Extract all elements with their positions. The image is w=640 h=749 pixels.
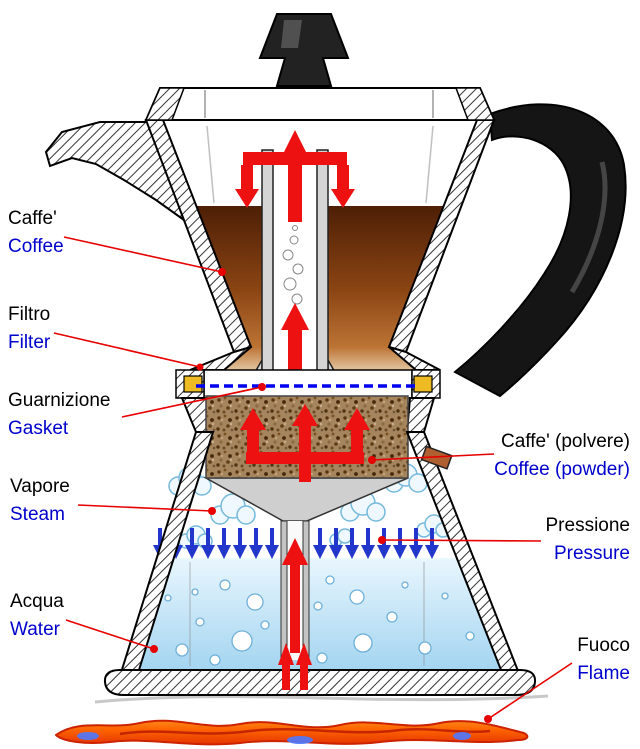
column-up-arrow bbox=[281, 303, 309, 380]
gasket-seal-right bbox=[413, 375, 433, 393]
pot-shadow bbox=[94, 694, 549, 704]
label-gasket-italian: Guarnizione bbox=[8, 390, 110, 411]
flame-blue-tip bbox=[77, 732, 99, 740]
leader-lines bbox=[53, 236, 573, 720]
gasket-seal-left bbox=[183, 375, 203, 393]
label-filter-italian: Filtro bbox=[8, 304, 50, 325]
tube-up-arrow bbox=[282, 538, 308, 653]
water-bubbles bbox=[164, 575, 475, 666]
powder-flow-arrows bbox=[240, 404, 370, 482]
label-water-italian: Acqua bbox=[10, 591, 64, 612]
boiler-walls bbox=[103, 431, 537, 696]
funnel-tube-wall bbox=[280, 520, 288, 661]
filter-plate bbox=[175, 369, 441, 399]
flame-blue-tip bbox=[287, 736, 313, 744]
handle-highlight bbox=[569, 161, 608, 294]
column-bubbles bbox=[282, 225, 304, 305]
leader-dots bbox=[150, 268, 492, 723]
lid bbox=[144, 87, 496, 121]
label-flame-english: Flame bbox=[577, 663, 630, 684]
label-coffee-italian: Caffe' bbox=[8, 208, 57, 229]
label-gasket-english: Gasket bbox=[8, 418, 69, 439]
label-filter-english: Filter bbox=[8, 332, 51, 353]
upper-facet-lines bbox=[206, 125, 434, 204]
knob-highlight bbox=[281, 20, 302, 48]
upper-chamber-walls bbox=[144, 119, 496, 371]
label-pressure-italian: Pressione bbox=[546, 515, 631, 536]
flame-shape bbox=[55, 719, 529, 746]
label-flame-italian: Fuoco bbox=[577, 635, 630, 656]
knob bbox=[258, 13, 350, 87]
coffee-fountain-arrows bbox=[235, 130, 355, 222]
label-water-english: Water bbox=[10, 619, 61, 640]
tube-inlet-arrows bbox=[278, 643, 312, 690]
spout bbox=[44, 121, 187, 223]
funnel-tube-wall bbox=[302, 520, 310, 661]
label-coffee-english: Coffee bbox=[8, 236, 64, 257]
label-steam-english: Steam bbox=[10, 504, 65, 525]
label-pressure-english: Pressure bbox=[554, 543, 630, 564]
label-steam-italian: Vapore bbox=[10, 476, 70, 497]
handle bbox=[453, 103, 627, 398]
flame-inner-streak bbox=[119, 727, 491, 736]
label-powder-english: Coffee (powder) bbox=[494, 459, 630, 480]
flame-blue-tip bbox=[453, 732, 471, 740]
labels: Caffe' Coffee Filtro Filter Guarnizione … bbox=[8, 208, 630, 684]
label-powder-italian: Caffe' (polvere) bbox=[501, 431, 630, 452]
